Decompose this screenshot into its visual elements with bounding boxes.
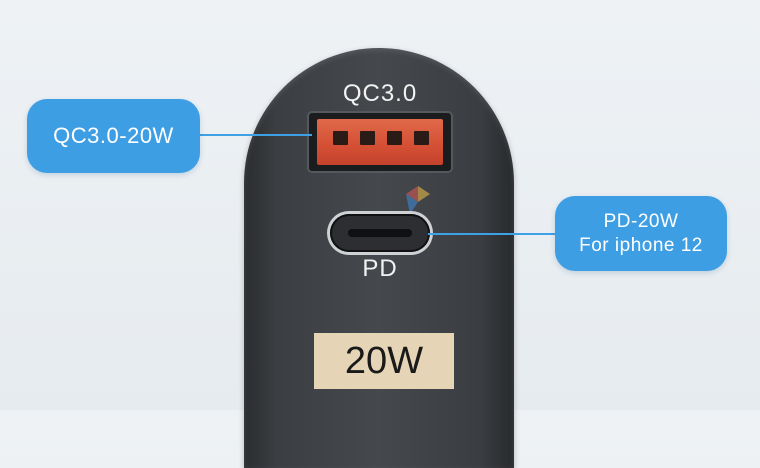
pd-callout: PD-20W For iphone 12 [555, 196, 727, 271]
callout-connector-left [200, 134, 312, 136]
pd-callout-line1: PD-20W [603, 210, 679, 232]
product-image: QC3.0 PD 20W QC3.0-20W PD-20W For iphone… [27, 48, 727, 468]
qc3-callout: QC3.0-20W [27, 99, 200, 173]
usb-a-port-icon [309, 113, 451, 171]
pd-callout-line2: For iphone 12 [579, 234, 703, 256]
qc3-port-label: QC3.0 [342, 80, 418, 107]
brand-logo-watermark-icon [406, 186, 430, 214]
pd-port-label: PD [362, 255, 398, 282]
callout-connector-right [428, 233, 556, 235]
power-rating-badge: 20W [314, 333, 454, 389]
usb-a-pin [360, 131, 375, 145]
usb-a-pin [333, 131, 348, 145]
usb-c-tongue [348, 229, 412, 237]
usb-a-pin [414, 131, 429, 145]
usb-a-pin [387, 131, 402, 145]
usb-c-port-icon [330, 214, 430, 252]
usb-a-insert [317, 119, 443, 165]
